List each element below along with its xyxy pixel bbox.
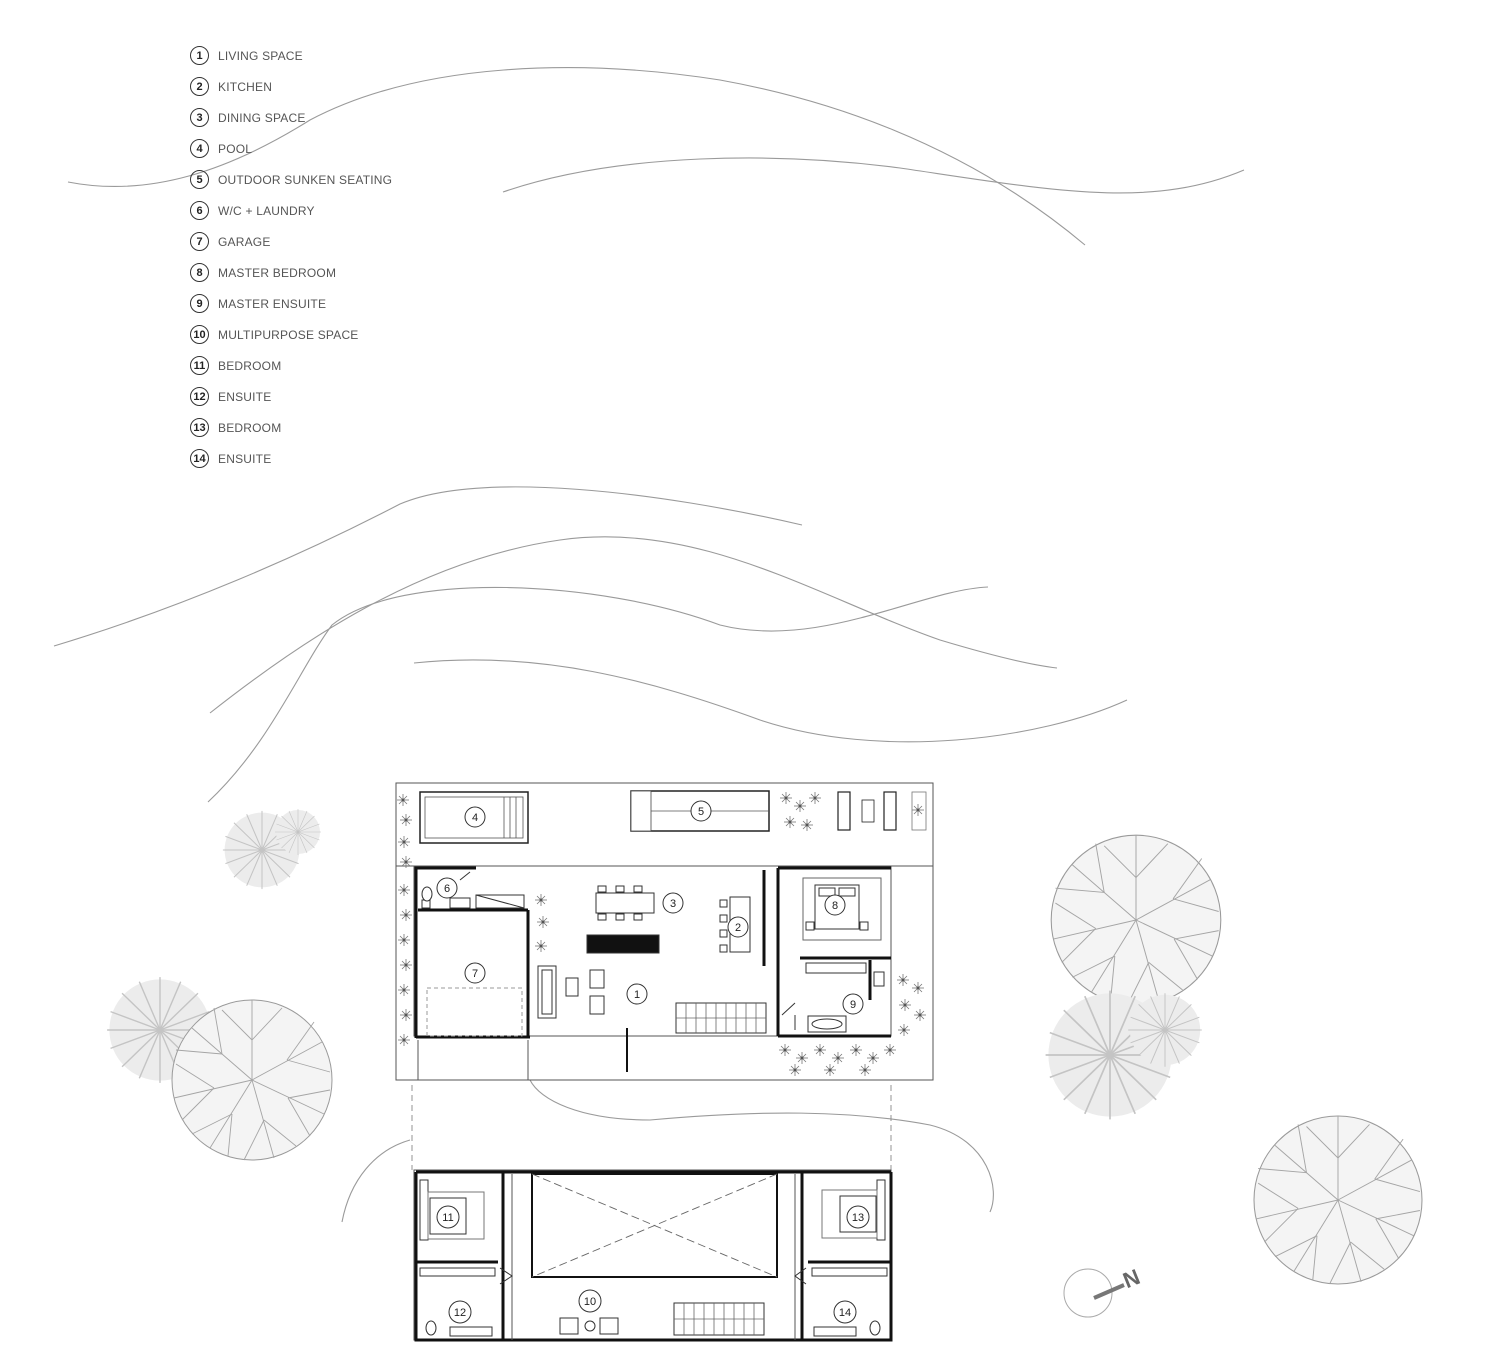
room-tag-9: 9 bbox=[842, 993, 864, 1015]
legend-number-badge: 13 bbox=[190, 418, 209, 437]
legend-number-badge: 1 bbox=[190, 46, 209, 65]
legend-label: BEDROOM bbox=[218, 358, 282, 373]
legend-number-badge: 8 bbox=[190, 263, 209, 282]
legend-item: 6 W/C + LAUNDRY bbox=[190, 195, 392, 226]
legend-label: ENSUITE bbox=[218, 451, 272, 466]
legend-item: 12 ENSUITE bbox=[190, 381, 392, 412]
ground-floor-furniture bbox=[421, 871, 885, 1037]
tree-icon bbox=[106, 976, 333, 1161]
legend-number-badge: 7 bbox=[190, 232, 209, 251]
room-tag-13: 13 bbox=[846, 1205, 870, 1229]
terrain-contours bbox=[53, 67, 1245, 1223]
svg-text:N: N bbox=[1119, 1264, 1143, 1293]
legend-label: MASTER ENSUITE bbox=[218, 296, 327, 311]
legend-number-badge: 3 bbox=[190, 108, 209, 127]
projection-lines bbox=[411, 1085, 892, 1170]
svg-text:14: 14 bbox=[839, 1307, 851, 1319]
room-tag-5: 5 bbox=[690, 800, 712, 822]
room-tag-2: 2 bbox=[727, 916, 749, 938]
svg-text:5: 5 bbox=[698, 806, 704, 818]
tree-icon bbox=[1253, 1115, 1423, 1285]
legend-number-badge: 5 bbox=[190, 170, 209, 189]
north-arrow-icon: N bbox=[1063, 1264, 1143, 1318]
legend-label: ENSUITE bbox=[218, 389, 272, 404]
legend-item: 3 DINING SPACE bbox=[190, 102, 392, 133]
legend-item: 13 BEDROOM bbox=[190, 412, 392, 443]
legend-label: GARAGE bbox=[218, 234, 271, 249]
room-tag-1: 1 bbox=[626, 983, 648, 1005]
room-tag-6: 6 bbox=[436, 877, 458, 899]
legend-label: MASTER BEDROOM bbox=[218, 265, 337, 280]
svg-text:3: 3 bbox=[670, 898, 676, 910]
room-tag-11: 11 bbox=[436, 1205, 460, 1229]
svg-text:11: 11 bbox=[442, 1212, 453, 1224]
legend-number-badge: 6 bbox=[190, 201, 209, 220]
legend-item: 7 GARAGE bbox=[190, 226, 392, 257]
legend-label: OUTDOOR SUNKEN SEATING bbox=[218, 172, 393, 187]
svg-text:13: 13 bbox=[852, 1212, 864, 1224]
room-tag-12: 12 bbox=[448, 1300, 472, 1324]
svg-text:1: 1 bbox=[634, 989, 640, 1001]
svg-text:4: 4 bbox=[472, 812, 478, 824]
svg-text:12: 12 bbox=[454, 1307, 466, 1319]
room-legend: 1 LIVING SPACE 2 KITCHEN 3 DINING SPACE 4 POOL 5… bbox=[190, 40, 392, 474]
legend-item: 11 BEDROOM bbox=[190, 350, 392, 381]
legend-item: 9 MASTER ENSUITE bbox=[190, 288, 392, 319]
ground-floor-site-boundary bbox=[395, 782, 934, 1081]
first-floor-furniture bbox=[419, 1179, 888, 1337]
first-floor-walls bbox=[413, 1169, 893, 1342]
legend-number-badge: 4 bbox=[190, 139, 209, 158]
legend-label: POOL bbox=[218, 141, 253, 156]
svg-text:10: 10 bbox=[584, 1296, 596, 1308]
room-tag-4: 4 bbox=[464, 806, 486, 828]
room-tag-3: 3 bbox=[662, 892, 684, 914]
legend-item: 1 LIVING SPACE bbox=[190, 40, 392, 71]
room-tag-7: 7 bbox=[464, 962, 486, 984]
tree-icon bbox=[222, 808, 322, 890]
legend-number-badge: 11 bbox=[190, 356, 209, 375]
legend-label: BEDROOM bbox=[218, 420, 282, 435]
legend-label: LIVING SPACE bbox=[218, 48, 303, 63]
legend-item: 2 KITCHEN bbox=[190, 71, 392, 102]
svg-text:8: 8 bbox=[832, 900, 838, 912]
legend-label: W/C + LAUNDRY bbox=[218, 203, 315, 218]
legend-item: 5 OUTDOOR SUNKEN SEATING bbox=[190, 164, 392, 195]
room-tag-14: 14 bbox=[833, 1300, 857, 1324]
tree-icon bbox=[1050, 834, 1222, 1006]
legend-item: 14 ENSUITE bbox=[190, 443, 392, 474]
legend-item: 8 MASTER BEDROOM bbox=[190, 257, 392, 288]
legend-label: MULTIPURPOSE SPACE bbox=[218, 327, 359, 342]
svg-text:9: 9 bbox=[850, 999, 856, 1011]
ground-floor-walls bbox=[413, 865, 892, 1080]
room-tag-10: 10 bbox=[578, 1289, 602, 1313]
legend-number-badge: 12 bbox=[190, 387, 209, 406]
svg-text:2: 2 bbox=[735, 922, 741, 934]
legend-item: 4 POOL bbox=[190, 133, 392, 164]
legend-number-badge: 10 bbox=[190, 325, 209, 344]
legend-number-badge: 14 bbox=[190, 449, 209, 468]
legend-label: KITCHEN bbox=[218, 79, 273, 94]
legend-number-badge: 2 bbox=[190, 77, 209, 96]
svg-text:7: 7 bbox=[472, 968, 478, 980]
legend-number-badge: 9 bbox=[190, 294, 209, 313]
room-tag-8: 8 bbox=[824, 894, 846, 916]
tree-icon bbox=[1044, 989, 1203, 1121]
legend-item: 10 MULTIPURPOSE SPACE bbox=[190, 319, 392, 350]
outdoor-lounge-furniture bbox=[837, 791, 927, 831]
legend-label: DINING SPACE bbox=[218, 110, 306, 125]
svg-text:6: 6 bbox=[444, 883, 450, 895]
